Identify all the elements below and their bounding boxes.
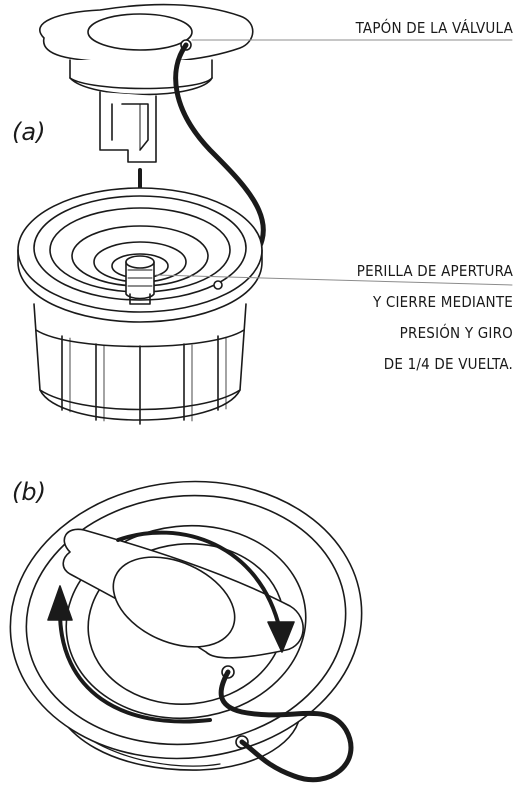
panel-label-b: (b)	[12, 478, 46, 506]
base-cord-hole	[213, 280, 223, 290]
callout-valve-cap: TAPÓN DE LA VÁLVULA	[355, 19, 513, 37]
cap-collar	[69, 59, 213, 90]
callout-knob-line-3: PRESIÓN Y GIRO	[399, 324, 513, 342]
cap-center-boss	[87, 13, 193, 51]
top-tether-cord	[218, 669, 354, 783]
valve-top-view-illustration	[9, 480, 363, 771]
cap-stem	[99, 91, 157, 163]
callout-knob-line-4: DE 1/4 DE VUELTA.	[383, 355, 513, 373]
opening-knob	[125, 255, 155, 305]
valve-base-illustration	[17, 187, 263, 425]
callout-knob-line-1: PERILLA DE APERTURA	[356, 262, 513, 280]
rotate-arrow-right	[116, 530, 282, 632]
knob-leader-line	[155, 274, 513, 286]
top-cap-center	[112, 556, 236, 648]
valve-cap-illustration	[39, 3, 254, 163]
panel-label-a: (a)	[12, 118, 46, 146]
rotate-arrow-left	[58, 610, 212, 724]
callout-knob-line-2: Y CIERRE MEDIANTE	[372, 293, 513, 311]
